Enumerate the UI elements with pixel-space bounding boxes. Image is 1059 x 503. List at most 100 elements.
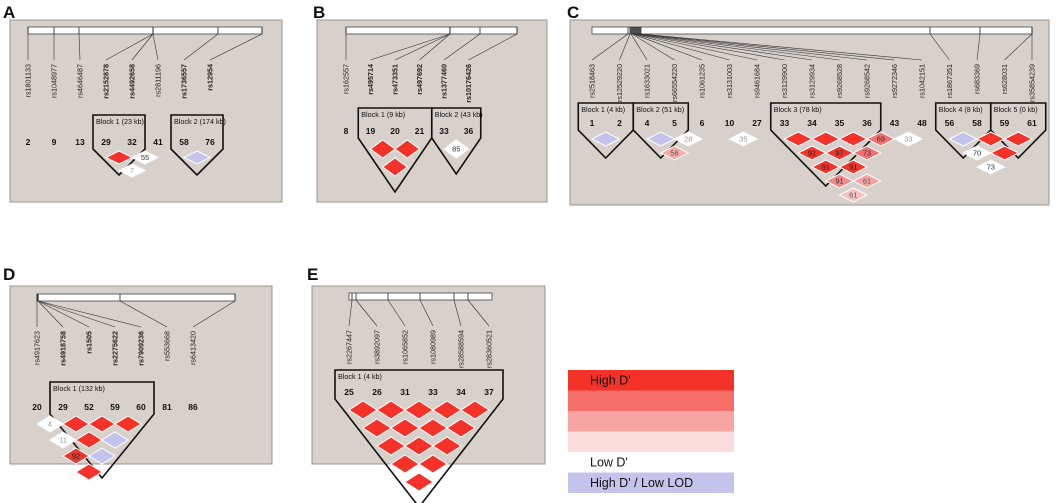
panel-letter: C <box>567 3 579 22</box>
ld-cell <box>645 131 676 147</box>
ld-cell <box>369 139 396 159</box>
chromosome-bar <box>591 26 1033 35</box>
snp-connector-line <box>37 300 142 328</box>
ld-cell <box>797 145 827 161</box>
ld-cell <box>62 415 90 433</box>
snp-label: rs1633021 <box>643 64 652 98</box>
ld-cell <box>394 139 421 159</box>
ld-cell-value: 11 <box>59 436 67 445</box>
snp-label: rs3131003 <box>725 64 734 98</box>
snp-label: rs3129900 <box>780 64 789 98</box>
marker-number: 32 <box>127 137 137 147</box>
marker-number: 37 <box>484 387 494 397</box>
haplotype-block-label: Block 2 (43 kb) <box>435 110 483 119</box>
ld-cell-value: 73 <box>987 163 995 172</box>
snp-label: rs2152878 <box>102 64 111 99</box>
legend-swatch <box>568 370 734 391</box>
snp-connector-line <box>632 33 703 61</box>
snp-connector-line <box>152 33 159 61</box>
ld-cell-value: 91 <box>849 163 857 172</box>
snp-connector-line <box>370 33 451 61</box>
ld-cell <box>865 131 896 147</box>
marker-number: 8 <box>344 126 349 136</box>
ld-cell <box>62 447 90 465</box>
ld-cell <box>381 157 409 177</box>
snp-label: rs1867351 <box>945 64 954 98</box>
ld-cell-value: 7 <box>130 166 134 175</box>
snp-label: rs1042151 <box>918 64 927 98</box>
snp-connector-line <box>131 33 154 61</box>
ld-cell <box>810 131 841 147</box>
panel-background <box>569 19 1050 206</box>
ld-cell <box>376 436 406 456</box>
snp-connector-line <box>355 299 378 327</box>
marker-number: 4 <box>645 118 650 128</box>
snp-connector-line <box>633 33 730 61</box>
snp-label: rs4492658 <box>128 64 137 99</box>
snp-label: rs9268528 <box>835 64 844 98</box>
ld-cell-value: 91 <box>808 149 816 158</box>
snp-connector-line <box>37 300 90 328</box>
snp-label: rs35854239 <box>1028 64 1037 102</box>
snp-connector-line <box>634 33 758 61</box>
ld-cell <box>404 472 434 492</box>
haplotype-block-outline <box>934 102 992 160</box>
haplotype-block-label: Block 1 (4 kb) <box>581 105 625 114</box>
marker-number: 25 <box>344 387 354 397</box>
legend-label: Low D' <box>590 456 628 470</box>
snp-label: rs1377460 <box>440 64 449 99</box>
snp-label: rs473351 <box>391 64 400 95</box>
ld-cell <box>443 139 470 159</box>
marker-number: 35 <box>835 118 845 128</box>
ld-cell-value: 92 <box>72 452 80 461</box>
ld-cell-value: 61 <box>849 191 857 200</box>
ld-cell <box>673 131 704 147</box>
marker-number: 31 <box>400 387 410 397</box>
marker-number: 60 <box>136 402 146 412</box>
snp-connector-line <box>619 33 631 61</box>
marker-number: 61 <box>1027 118 1037 128</box>
ld-cell <box>852 173 882 189</box>
marker-number: 29 <box>58 402 68 412</box>
haplotype-block-outline <box>632 102 690 160</box>
ld-cell <box>404 400 434 420</box>
snp-label: rs28360521 <box>485 330 494 368</box>
marker-number: 81 <box>162 402 172 412</box>
ld-cell-value: 35 <box>739 135 747 144</box>
ld-cell <box>114 415 142 433</box>
marker-number: 33 <box>780 118 790 128</box>
snp-label: rs66554220 <box>670 64 679 102</box>
chromosome-bar <box>36 293 236 302</box>
ld-cell <box>101 431 129 449</box>
ld-cell <box>838 187 869 203</box>
ld-cell <box>88 415 116 433</box>
legend-label: High D' <box>590 374 631 388</box>
legend-swatch <box>568 472 734 493</box>
ld-cell <box>975 131 1006 147</box>
ld-cell <box>117 163 147 178</box>
marker-number: 59 <box>1000 118 1010 128</box>
marker-number: 43 <box>890 118 900 128</box>
haplotype-block-label: Block 4 (8 kb) <box>939 105 983 114</box>
ld-cell <box>975 159 1006 175</box>
haplotype-block-outline <box>49 381 155 480</box>
marker-number: 48 <box>917 118 927 128</box>
snp-connector-line <box>929 33 950 61</box>
snp-label: rs1065852 <box>401 330 410 364</box>
ld-cell-value: 70 <box>973 149 981 158</box>
marker-number: 36 <box>464 126 474 136</box>
marker-number: 1 <box>590 118 595 128</box>
ld-cell-value: 91 <box>835 177 843 186</box>
marker-number: 26 <box>372 387 382 397</box>
haplotype-block-outline <box>92 114 146 177</box>
snp-label: rs2518463 <box>588 64 597 98</box>
snp-label: rs1061235 <box>698 64 707 98</box>
ld-cell <box>418 418 448 438</box>
snp-connector-line <box>467 299 490 327</box>
haplotype-block-outline <box>769 102 882 188</box>
marker-number: 52 <box>84 402 94 412</box>
haplotype-block-outline <box>989 102 1047 160</box>
haplotype-block-outline <box>334 369 504 503</box>
snp-connector-line <box>119 300 168 328</box>
marker-number: 41 <box>153 137 163 147</box>
